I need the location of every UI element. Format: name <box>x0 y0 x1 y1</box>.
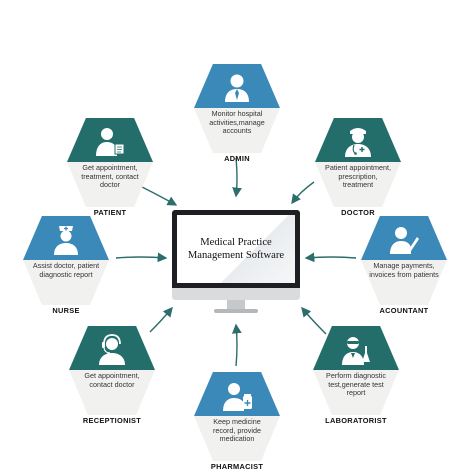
accountant-label: ACOUNTANT <box>379 306 429 315</box>
laboratorist-icon <box>342 337 370 365</box>
node-receptionist: Get appointment, contact doctor RECEPTIO… <box>64 326 160 425</box>
receptionist-description: Get appointment, contact doctor <box>84 371 140 389</box>
center-monitor: Medical Practice Management Software <box>172 210 300 313</box>
monitor-screen: Medical Practice Management Software <box>172 210 300 288</box>
admin-user-icon <box>225 74 249 102</box>
doctor-icon <box>345 128 371 157</box>
accountant-icon <box>390 227 419 254</box>
node-admin: Monitor hospital activities,manage accou… <box>189 64 285 163</box>
patient-description: Get appointment, treatment, contact doct… <box>81 163 139 190</box>
arrow-accountant <box>304 252 357 263</box>
receptionist-label: RECEPTIONIST <box>82 416 142 425</box>
arrow-laboratorist <box>301 306 327 335</box>
nurse-label: NURSE <box>52 306 80 315</box>
arrow-admin <box>232 157 242 198</box>
center-title: Medical Practice Management Software <box>187 237 285 261</box>
node-pharmacist: Keep medicine record, provide medication… <box>189 372 285 471</box>
node-accountant: Manage payments, invoices from patients … <box>356 216 452 315</box>
pharmacist-icon <box>223 383 252 411</box>
arrow-receptionist <box>149 306 173 333</box>
doctor-description: Patient appointment, prescription, treat… <box>325 163 391 190</box>
admin-description: Monitor hospital activities,manage accou… <box>209 109 265 136</box>
arrow-nurse <box>115 252 168 263</box>
patient-label: PATIENT <box>93 208 127 217</box>
nurse-icon <box>54 226 78 255</box>
node-patient: Get appointment, treatment, contact doct… <box>62 118 158 217</box>
nurse-description: Assist doctor, patient diagnostic report <box>32 261 100 279</box>
arrow-doctor <box>291 181 315 205</box>
pharmacist-description: Keep medicine record, provide medication <box>213 417 261 444</box>
laboratorist-description: Perform diagnostic test,generate test re… <box>326 371 386 398</box>
node-laboratorist: Perform diagnostic test,generate test re… <box>308 326 404 425</box>
doctor-label: DOCTOR <box>341 208 375 217</box>
accountant-description: Manage payments, invoices from patients <box>369 261 439 279</box>
admin-label: ADMIN <box>224 154 250 163</box>
patient-icon <box>96 128 125 156</box>
arrow-pharmacist <box>231 323 242 367</box>
receptionist-icon <box>99 334 125 365</box>
pharmacist-label: PHARMACIST <box>210 462 264 471</box>
node-nurse: Assist doctor, patient diagnostic report… <box>18 216 114 315</box>
laboratorist-label: LABORATORIST <box>325 416 387 425</box>
node-doctor: Patient appointment, prescription, treat… <box>310 118 406 217</box>
arrow-patient <box>139 185 178 206</box>
